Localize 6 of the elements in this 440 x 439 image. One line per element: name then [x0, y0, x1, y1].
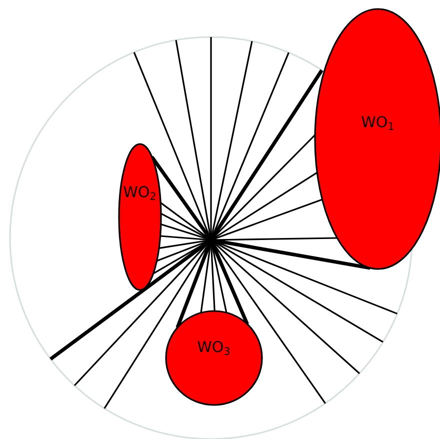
obstacle-ellipse: [165, 310, 263, 406]
node-label: WO$_{3}$: [198, 340, 230, 356]
node-label: WO$_{2}$: [124, 186, 156, 200]
obstacle-ellipse: [118, 143, 162, 291]
node-label: WO$_{1}$: [362, 116, 394, 130]
obstacle-ellipse: [314, 8, 440, 270]
